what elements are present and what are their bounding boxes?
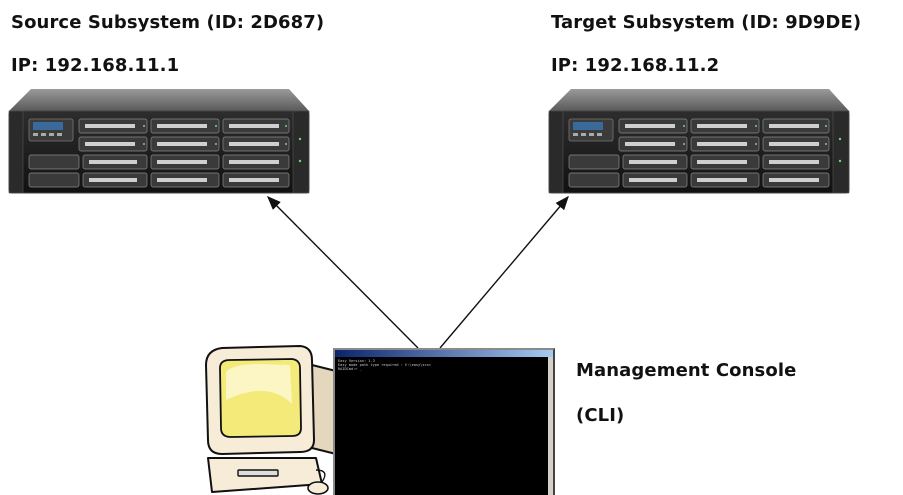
terminal-scrollbar [548,357,553,495]
terminal-line: Easy mode path type required : E:\easy\s… [338,363,432,368]
management-console-label: Management Console [576,360,797,381]
terminal-line: RAIDCmd:> _ [338,367,362,372]
source-storage-array-icon [8,88,310,194]
source-subsystem-ip: IP: 192.168.11.1 [11,55,180,76]
target-subsystem-title: Target Subsystem (ID: 9D9DE) [551,12,862,33]
pc-computer-icon [205,345,341,495]
arrow-to-source [267,196,419,349]
source-subsystem-title: Source Subsystem (ID: 2D687) [11,12,325,33]
terminal-title-bar [335,350,553,357]
management-console-sublabel: (CLI) [576,405,625,426]
arrow-to-target [439,195,569,349]
target-storage-array-icon [548,88,850,194]
target-subsystem-ip: IP: 192.168.11.2 [551,55,720,76]
terminal-line: Easy Version: 1.3 [338,359,375,363]
